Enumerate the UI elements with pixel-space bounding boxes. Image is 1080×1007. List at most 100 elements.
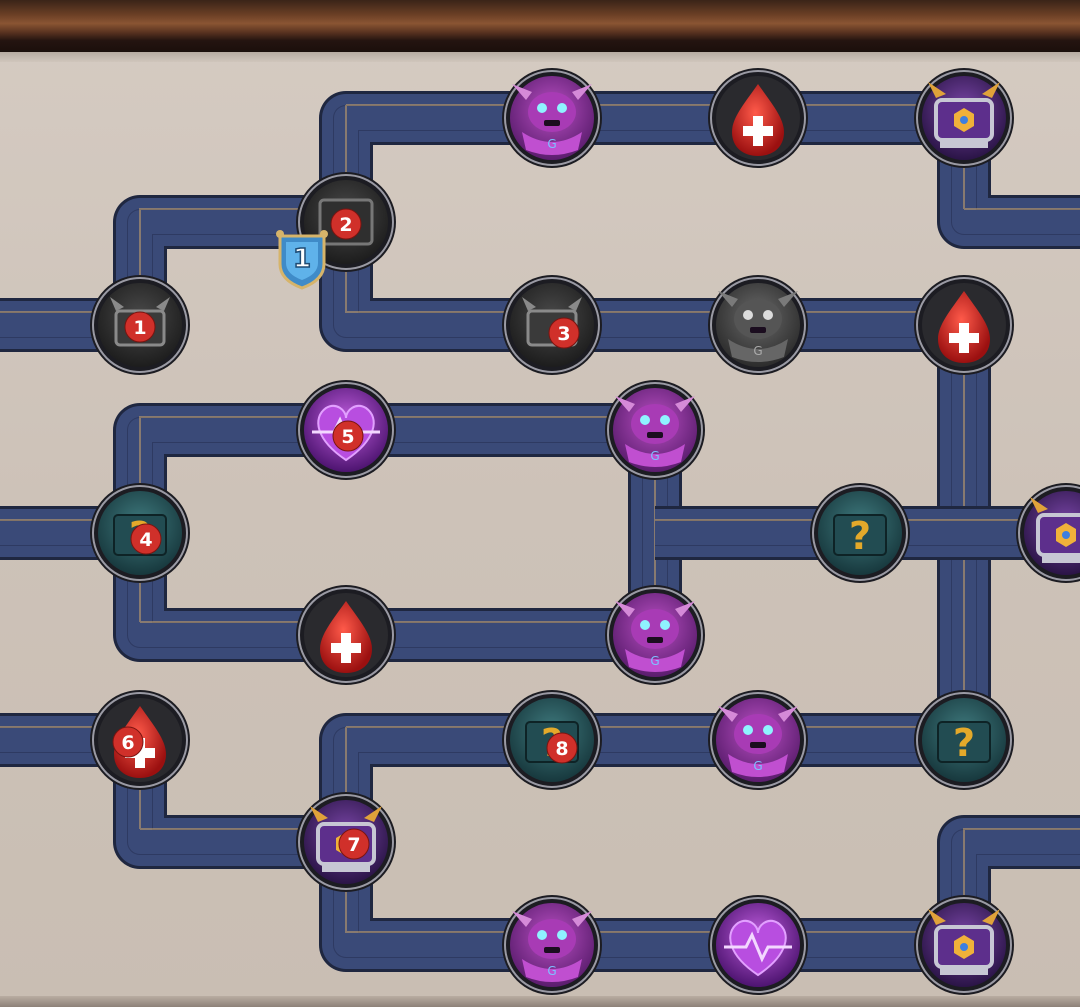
node-ring-highlight — [1018, 485, 1080, 581]
goblin-icon: G — [510, 903, 594, 987]
n-mystery-8-node[interactable]: ?8 — [502, 690, 602, 790]
n-mystery-low-node[interactable]: ? — [914, 690, 1014, 790]
svg-text:G: G — [547, 137, 556, 151]
node-ring-highlight — [916, 897, 1012, 993]
n-heart-bot-node[interactable] — [708, 895, 808, 995]
node-ring-highlight — [607, 382, 703, 478]
node-ring-highlight — [298, 794, 394, 890]
step-number-text: 4 — [139, 529, 152, 551]
node-ring-highlight — [710, 897, 806, 993]
wooden-frame-top — [0, 0, 1080, 52]
node-ring-highlight — [298, 382, 394, 478]
heartbeat-icon — [716, 903, 800, 987]
step-number-text: 8 — [555, 738, 568, 760]
path-segment — [322, 716, 964, 842]
frame-bottom-edge — [0, 996, 1080, 1007]
step-number-text: 6 — [121, 732, 134, 754]
path-segment — [116, 533, 655, 659]
n-goblin-low-node[interactable]: G — [708, 690, 808, 790]
node-ring-highlight — [504, 277, 600, 373]
n-lock-3-node[interactable]: 3 — [502, 275, 602, 375]
node-ring-highlight — [504, 70, 600, 166]
step-number-text: 7 — [347, 834, 360, 856]
question-chest-icon: ? — [818, 491, 902, 575]
horned-chest-icon — [922, 76, 1006, 160]
path-segment — [116, 406, 655, 533]
node-ring-highlight — [812, 485, 908, 581]
node-ring-highlight — [710, 70, 806, 166]
svg-text:G: G — [753, 344, 762, 358]
step-number-badge: 3 — [548, 317, 580, 349]
node-ring-highlight — [92, 692, 188, 788]
n-chest-right-node[interactable] — [1016, 483, 1080, 583]
blood-drop-plus-icon — [304, 593, 388, 677]
n-heart-5-node[interactable]: 5 — [296, 380, 396, 480]
step-number-badge: 1 — [124, 311, 156, 343]
svg-text:?: ? — [849, 514, 871, 558]
node-ring-highlight — [607, 587, 703, 683]
node-ring-highlight — [298, 174, 394, 270]
step-number-badge: 7 — [338, 828, 370, 860]
horned-chest-icon — [922, 903, 1006, 987]
n-heal-top-node[interactable] — [708, 68, 808, 168]
node-ring-highlight — [710, 692, 806, 788]
n-heal-mid-node[interactable] — [296, 585, 396, 685]
step-number-text: 5 — [341, 426, 354, 448]
path-trim — [345, 829, 964, 933]
goblin-icon: G — [716, 698, 800, 782]
n-goblin-gray-node[interactable]: G — [708, 275, 808, 375]
n-start-lock-1-node[interactable]: 1 — [90, 275, 190, 375]
n-chest-7-node[interactable]: 7 — [296, 792, 396, 892]
node-ring-highlight — [916, 277, 1012, 373]
node-ring-highlight — [916, 70, 1012, 166]
node-ring-highlight — [298, 587, 394, 683]
player-level-marker[interactable]: 1 — [276, 230, 328, 290]
node-ring-highlight — [92, 485, 188, 581]
step-number-text: 2 — [339, 214, 352, 236]
n-goblin-mid2-node[interactable]: G — [605, 585, 705, 685]
step-number-badge: 6 — [112, 726, 144, 758]
path-segment — [322, 842, 964, 969]
node-ring-highlight — [710, 277, 806, 373]
node-ring-highlight — [504, 897, 600, 993]
player-level-text: 1 — [293, 244, 311, 274]
path-trim — [139, 520, 655, 623]
step-number-badge: 5 — [332, 420, 364, 452]
path-segment — [322, 222, 964, 349]
frame-inner-edge — [0, 52, 1080, 62]
node-ring-highlight — [916, 692, 1012, 788]
blood-drop-plus-icon — [922, 283, 1006, 367]
n-lock-2-node[interactable]: 2 — [296, 172, 396, 272]
svg-text:?: ? — [953, 721, 975, 765]
step-number-badge: 2 — [330, 208, 362, 240]
step-number-badge: 8 — [546, 732, 578, 764]
horned-chest-icon — [1024, 491, 1080, 575]
node-ring-highlight — [92, 277, 188, 373]
n-chest-bot-node[interactable] — [914, 895, 1014, 995]
n-goblin-mid1-node[interactable]: G — [605, 380, 705, 480]
n-goblin-top-node[interactable]: G — [502, 68, 602, 168]
svg-text:G: G — [753, 759, 762, 773]
node-ring-highlight — [504, 692, 600, 788]
step-number-text: 1 — [133, 317, 146, 339]
goblin-icon: G — [510, 76, 594, 160]
blood-drop-plus-icon — [716, 76, 800, 160]
goblin-icon: G — [613, 388, 697, 472]
goblin-icon: G — [716, 283, 800, 367]
svg-text:G: G — [650, 654, 659, 668]
n-mystery-4-node[interactable]: ?4 — [90, 483, 190, 583]
n-heal-r1-node[interactable] — [914, 275, 1014, 375]
goblin-icon: G — [613, 593, 697, 677]
n-heal-6-node[interactable]: 6 — [90, 690, 190, 790]
path-segment — [322, 94, 964, 222]
svg-text:G: G — [547, 964, 556, 978]
n-chest-top-node[interactable] — [914, 68, 1014, 168]
n-goblin-bot-node[interactable]: G — [502, 895, 602, 995]
path-trim — [345, 209, 964, 313]
svg-text:G: G — [650, 449, 659, 463]
step-number-badge: 4 — [130, 523, 162, 555]
n-mystery-mid-node[interactable]: ? — [810, 483, 910, 583]
